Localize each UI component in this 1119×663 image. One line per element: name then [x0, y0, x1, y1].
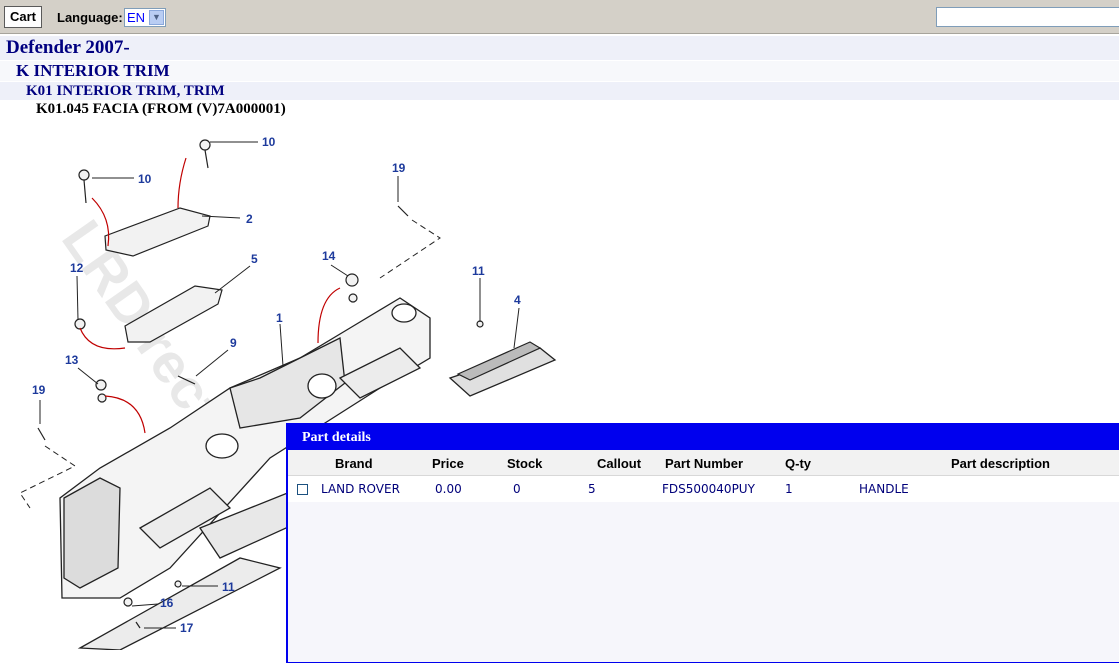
callout-label[interactable]: 14 [322, 249, 336, 263]
callout-label[interactable]: 5 [251, 252, 258, 266]
callout-label[interactable]: 12 [70, 261, 84, 275]
column-header-price: Price [432, 456, 464, 471]
callout-label[interactable]: 9 [230, 336, 237, 350]
leader-lines [19, 219, 441, 509]
cell-stock: 0 [513, 482, 521, 496]
part-details-title: Part details [288, 425, 1119, 450]
column-header-callout: Callout [597, 456, 642, 471]
callout-label[interactable]: 11 [222, 580, 235, 594]
language-value: EN [127, 10, 146, 25]
column-header-stock: Stock [507, 456, 543, 471]
search-input[interactable] [936, 7, 1119, 27]
callout-label[interactable]: 13 [65, 353, 79, 367]
top-cover-part [104, 207, 211, 257]
cart-button[interactable]: Cart [4, 6, 42, 28]
column-header-brand: Brand [335, 456, 373, 471]
callout-label[interactable]: 11 [472, 264, 485, 278]
cell-part-number: FDS500040PUY [662, 482, 755, 496]
fixing-curves [79, 157, 341, 434]
callout-label[interactable]: 10 [138, 172, 152, 186]
row-checkbox[interactable] [297, 484, 308, 495]
callout-label[interactable]: 19 [392, 161, 406, 175]
column-header-qty: Q-ty [785, 456, 811, 471]
small-parts [37, 139, 542, 629]
part-details-body [288, 502, 1119, 662]
callout-label[interactable]: 19 [32, 383, 46, 397]
parts-diagram: LRDirect [19, 135, 557, 650]
cell-qty: 1 [785, 482, 793, 496]
grille-part [456, 341, 542, 381]
handle-part [124, 285, 223, 343]
cell-description: HANDLE [859, 482, 909, 496]
cell-brand: LAND ROVER [321, 482, 400, 496]
breadcrumb-illustration: K01.045 FACIA (FROM (V)7A000001) [0, 100, 1119, 119]
column-header-description: Part description [951, 456, 1050, 471]
column-header-part-number: Part Number [665, 456, 744, 471]
callout-label[interactable]: 2 [246, 212, 253, 226]
cell-callout: 5 [588, 482, 596, 496]
breadcrumb-group[interactable]: K INTERIOR TRIM [0, 61, 1119, 81]
cell-price: 0.00 [435, 482, 462, 496]
callout-label[interactable]: 10 [262, 135, 276, 149]
facia-drawing [59, 297, 557, 650]
top-toolbar: Cart Language: EN ▼ [0, 0, 1119, 34]
callout-leaders [39, 141, 520, 629]
part-details-header: Brand Price Stock Callout Part Number Q-… [288, 450, 1119, 476]
part-details-panel: Part details Brand Price Stock Callout P… [286, 423, 1119, 663]
callout-label[interactable]: 17 [180, 621, 194, 635]
breadcrumb-model[interactable]: Defender 2007- [0, 36, 1119, 60]
callout-label[interactable]: 16 [160, 596, 174, 610]
chevron-down-icon[interactable]: ▼ [149, 10, 164, 25]
breadcrumb-subgroup[interactable]: K01 INTERIOR TRIM, TRIM [0, 82, 1119, 100]
language-select[interactable]: EN ▼ [124, 8, 166, 27]
callout-label[interactable]: 1 [276, 311, 283, 325]
table-row[interactable]: LAND ROVER 0.00 0 5 FDS500040PUY 1 HANDL… [288, 477, 1119, 501]
callout-label[interactable]: 4 [514, 293, 521, 307]
language-label: Language: [57, 10, 123, 25]
